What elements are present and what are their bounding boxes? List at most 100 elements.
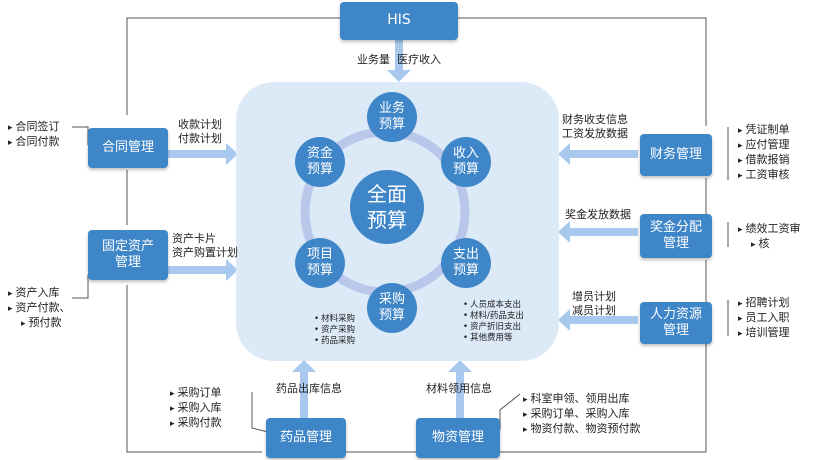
arrow-asset-right [168, 259, 238, 281]
list-item: 资产折旧支出 [463, 322, 524, 333]
list-item: 材料采购 [314, 314, 355, 325]
list-item-cont: 核 [738, 237, 801, 252]
bracket-line [499, 393, 521, 430]
business-budget-label: 业务 [378, 100, 405, 116]
arrow-drug-up [292, 360, 316, 418]
list-item: 资产入库 [8, 286, 71, 301]
capital-budget-label: 资金 [306, 145, 333, 161]
list-item: 科室申领、领用出库 [523, 392, 641, 407]
flow-text: 资产购置计划 [172, 246, 238, 259]
flow-text: 医疗收入 [397, 53, 441, 66]
drug-module[interactable]: 药品管理 [266, 418, 346, 458]
list-item: 工资审核 [738, 168, 790, 183]
list-item: 物资付款、物资预付款 [523, 422, 641, 437]
project-budget-label: 预算 [306, 263, 333, 278]
contract-label: 合同管理 [101, 139, 154, 155]
hr-label: 管理 [662, 323, 689, 338]
fixed-asset-bullets: 资产入库 资产付款、 预付款 [8, 286, 71, 331]
bonus-flow-label: 奖金发放数据 [565, 208, 631, 222]
his-flow-label: 业务量 医疗收入 [357, 53, 441, 67]
list-item: 其他费用等 [463, 333, 524, 344]
arrow-his-down [387, 40, 411, 82]
hr-bullets: 招聘计划 员工入职 培训管理 [738, 296, 790, 341]
capital-budget-label: 预算 [306, 162, 333, 177]
business-budget-circle[interactable]: 业务 预算 [367, 92, 417, 142]
bonus-module[interactable]: 奖金分配 管理 [640, 214, 712, 258]
list-item: 员工入职 [738, 311, 790, 326]
list-item: 绩效工资审 [738, 222, 801, 237]
fixed-asset-flow-label: 资产卡片 资产购置计划 [172, 232, 238, 260]
material-module[interactable]: 物资管理 [416, 418, 500, 458]
list-item: 采购订单 [170, 386, 222, 401]
list-item: 采购付款 [170, 416, 222, 431]
arrow-material-up [448, 360, 472, 418]
purchase-budget-label: 预算 [378, 308, 405, 323]
business-budget-label: 预算 [378, 117, 405, 132]
purchase-items-list: 材料采购 资产采购 药品采购 [314, 314, 355, 347]
arrow-bonus-left [558, 221, 638, 243]
list-item: 借款报销 [738, 153, 790, 168]
purchase-budget-circle[interactable]: 采购 预算 [367, 283, 417, 333]
finance-bullets: 凭证制单 应付管理 借款报销 工资审核 [738, 123, 790, 183]
contract-module[interactable]: 合同管理 [88, 128, 168, 168]
list-item: 药品采购 [314, 336, 355, 347]
project-budget-label: 项目 [306, 246, 333, 262]
finance-label: 财务管理 [649, 146, 702, 162]
list-item: 合同签订 [8, 120, 60, 135]
bracket-line [72, 275, 89, 299]
income-budget-label: 收入 [452, 145, 479, 161]
drug-flow-label: 药品出库信息 [276, 382, 342, 396]
hr-module[interactable]: 人力资源 管理 [640, 302, 712, 344]
list-item: 资产付款、 [8, 301, 71, 316]
fixed-asset-label: 管理 [114, 255, 141, 270]
arrow-hr-left [558, 309, 638, 331]
list-item: 人员成本支出 [463, 300, 524, 311]
outer-frame-line [126, 17, 340, 115]
drug-label: 药品管理 [279, 429, 332, 445]
flow-text: 财务收支信息 [562, 113, 628, 126]
flow-text: 付款计划 [178, 132, 222, 145]
outer-frame-line [458, 17, 707, 126]
flow-text: 减员计划 [572, 304, 616, 317]
fixed-asset-module[interactable]: 固定资产 管理 [88, 230, 168, 280]
project-budget-circle[interactable]: 项目 预算 [295, 238, 345, 288]
flow-text: 药品出库信息 [276, 382, 342, 395]
material-label: 物资管理 [431, 429, 484, 445]
flow-text: 增员计划 [572, 290, 616, 303]
list-item: 采购入库 [170, 401, 222, 416]
expense-budget-label: 预算 [452, 263, 479, 278]
drug-bullets: 采购订单 采购入库 采购付款 [170, 386, 222, 431]
outer-frame-line [126, 285, 262, 453]
his-label: HIS [387, 12, 411, 29]
finance-module[interactable]: 财务管理 [640, 134, 712, 176]
list-item: 应付管理 [738, 138, 790, 153]
contract-flow-label: 收款计划 付款计划 [178, 118, 222, 146]
bracket-line [251, 392, 269, 433]
flow-text: 资产卡片 [172, 232, 216, 245]
list-item: 培训管理 [738, 326, 790, 341]
his-module[interactable]: HIS [340, 2, 458, 40]
flow-text: 业务量 [357, 53, 390, 66]
bonus-label: 管理 [662, 236, 689, 251]
contract-bullets: 合同签订 合同付款 [8, 120, 60, 150]
arrow-contract-right [168, 143, 238, 165]
list-item: 资产采购 [314, 325, 355, 336]
finance-flow-label: 财务收支信息 工资发放数据 [562, 113, 628, 141]
flow-text: 材料领用信息 [426, 382, 492, 395]
center-label-line2: 预算 [367, 208, 407, 232]
hr-flow-label: 增员计划 减员计划 [572, 290, 616, 318]
center-budget-circle[interactable]: 全面 预算 [350, 170, 424, 244]
arrow-finance-left [558, 143, 638, 165]
list-item: 合同付款 [8, 135, 60, 150]
flow-text: 工资发放数据 [562, 127, 628, 140]
hr-label: 人力资源 [649, 306, 702, 322]
outer-frame-line [500, 344, 707, 453]
purchase-budget-label: 采购 [378, 291, 405, 307]
income-budget-circle[interactable]: 收入 预算 [441, 137, 491, 187]
list-item: 材料/药品支出 [463, 311, 524, 322]
capital-budget-circle[interactable]: 资金 预算 [295, 137, 345, 187]
flow-text: 奖金发放数据 [565, 208, 631, 221]
list-item-cont: 预付款 [8, 316, 71, 331]
expense-budget-circle[interactable]: 支出 预算 [441, 238, 491, 288]
